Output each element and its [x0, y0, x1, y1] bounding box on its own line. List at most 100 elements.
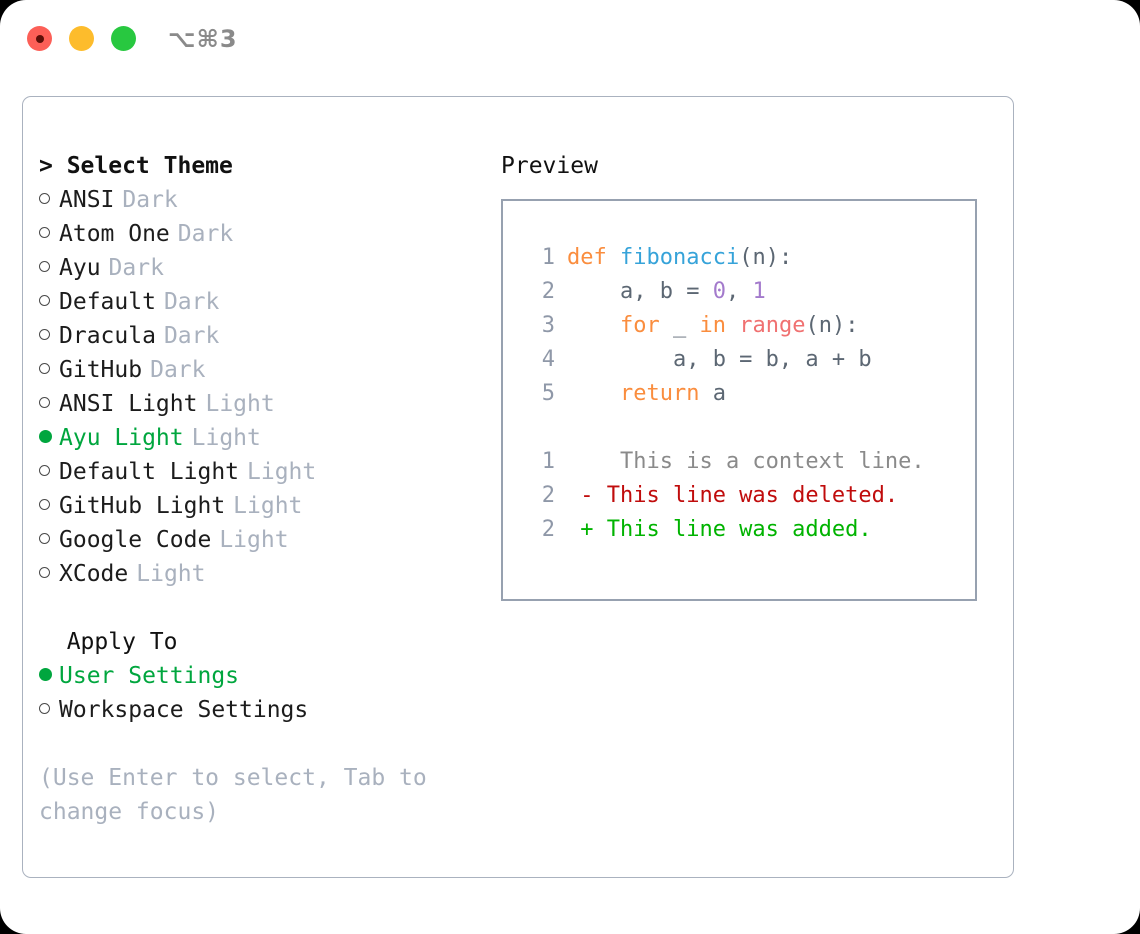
radio-mark — [39, 533, 50, 544]
code-token: (n): — [739, 245, 793, 270]
code-line-number: 3 — [541, 313, 555, 338]
diff-line-text: + This line was added. — [567, 517, 872, 542]
code-line-text: return a — [567, 377, 726, 411]
code-token: def — [567, 245, 620, 270]
option-label: Default Light — [59, 459, 240, 485]
code-line-text: def fibonacci(n): — [567, 241, 792, 275]
option-label: Default — [59, 289, 156, 315]
option-badge: Dark — [150, 357, 206, 383]
theme-option-1[interactable]: Atom One Dark — [39, 217, 479, 251]
code-line-number: 4 — [541, 347, 555, 372]
radio-unselected-icon — [39, 251, 59, 285]
code-line-number: 5 — [541, 381, 555, 406]
code-token — [726, 313, 739, 338]
code-token: range — [739, 313, 806, 338]
code-token: 1 — [752, 279, 766, 304]
select-theme-header: > Select Theme — [39, 153, 233, 179]
diff-line-text: This is a context line. — [567, 449, 925, 474]
section-spacer — [39, 591, 479, 625]
code-line: 4 a, b = b, a + b — [503, 343, 975, 377]
theme-option-2[interactable]: Ayu Dark — [39, 251, 479, 285]
diff-line: 2 + This line was added. — [503, 513, 975, 547]
option-label: XCode — [59, 561, 129, 587]
radio-mark — [39, 329, 50, 340]
radio-mark — [39, 668, 52, 681]
radio-unselected-icon — [39, 455, 59, 489]
code-line-text: for _ in range(n): — [567, 309, 858, 343]
code-line-text: a, b = 0, 1 — [567, 275, 766, 309]
minimize-button[interactable] — [69, 26, 94, 51]
radio-mark — [39, 703, 50, 714]
window-controls — [27, 26, 136, 51]
radio-mark — [39, 465, 50, 476]
diff-line-number: 1 — [541, 449, 555, 474]
option-label: ANSI Light — [59, 391, 198, 417]
option-badge: Light — [191, 425, 261, 451]
option-label: User Settings — [59, 663, 240, 689]
theme-option-8[interactable]: Default Light Light — [39, 455, 479, 489]
radio-unselected-icon — [39, 319, 59, 353]
option-label: GitHub Light — [59, 493, 226, 519]
code-token: for — [619, 313, 660, 338]
option-badge: Light — [247, 459, 317, 485]
theme-option-3[interactable]: Default Dark — [39, 285, 479, 319]
theme-option-6[interactable]: ANSI Light Light — [39, 387, 479, 421]
option-badge: Dark — [122, 187, 178, 213]
preview-title: Preview — [501, 153, 598, 179]
close-button[interactable] — [27, 26, 52, 51]
radio-mark — [39, 295, 50, 306]
apply-option-0[interactable]: User Settings — [39, 659, 479, 693]
theme-option-11[interactable]: XCode Light — [39, 557, 479, 591]
diff-line: 1 This is a context line. — [503, 445, 975, 479]
option-label: Workspace Settings — [59, 697, 309, 723]
option-label: Atom One — [59, 221, 170, 247]
radio-mark — [39, 499, 50, 510]
code-token — [567, 313, 620, 338]
option-badge: Dark — [163, 289, 220, 315]
zoom-button[interactable] — [111, 26, 136, 51]
title-shortcut-label: ⌥⌘3 — [168, 25, 238, 53]
code-line: 5 return a — [503, 377, 975, 411]
radio-unselected-icon — [39, 557, 59, 591]
code-token: fibonacci — [619, 245, 740, 270]
option-label: Dracula — [59, 323, 156, 349]
option-badge: Dark — [108, 255, 164, 281]
option-badge: Light — [205, 391, 275, 417]
radio-selected-icon — [39, 659, 59, 693]
option-badge: Light — [136, 561, 206, 587]
code-token: a, b = b, a + b — [567, 347, 872, 372]
option-label: Ayu — [59, 255, 101, 281]
keyboard-hint-text: (Use Enter to select, Tab to change focu… — [39, 765, 427, 825]
code-token: return — [619, 381, 700, 406]
diff-line-number: 2 — [541, 517, 555, 542]
code-line: 2 a, b = 0, 1 — [503, 275, 975, 309]
radio-mark — [39, 397, 50, 408]
code-line-text: a, b = b, a + b — [567, 343, 872, 377]
code-token — [567, 381, 620, 406]
option-badge: Dark — [177, 221, 234, 247]
radio-unselected-icon — [39, 183, 59, 217]
option-badge: Light — [219, 527, 289, 553]
code-line-number: 2 — [541, 279, 555, 304]
radio-unselected-icon — [39, 693, 59, 727]
radio-unselected-icon — [39, 489, 59, 523]
apply-option-1[interactable]: Workspace Settings — [39, 693, 479, 727]
radio-mark — [39, 567, 50, 578]
diff-line: 2 - This line was deleted. — [503, 479, 975, 513]
radio-unselected-icon — [39, 523, 59, 557]
code-token: (n): — [805, 313, 859, 338]
radio-mark — [39, 363, 50, 374]
